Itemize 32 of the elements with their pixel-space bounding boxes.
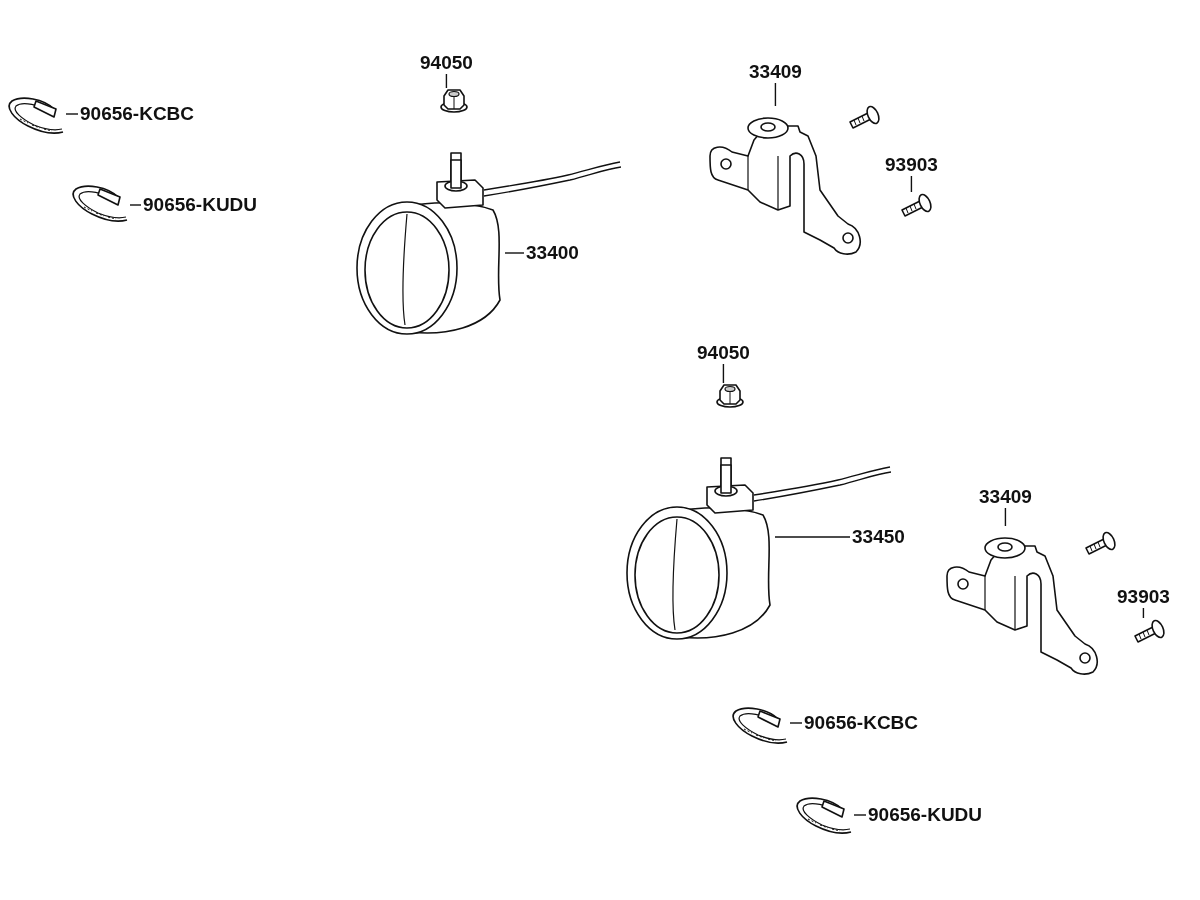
part-number: 93903 — [885, 154, 938, 176]
leader-line — [774, 82, 777, 107]
part-number: 33409 — [749, 61, 802, 83]
leader-line — [445, 73, 448, 89]
part-number: 90656-KCBC — [80, 103, 195, 125]
part-number: 33450 — [852, 526, 905, 548]
part-number: 90656-KUDU — [143, 194, 258, 216]
hose-clip-drawing — [70, 183, 130, 225]
leader-line — [853, 814, 867, 816]
leader-line — [504, 252, 525, 254]
leader-line — [1142, 607, 1145, 619]
leader-line — [774, 536, 851, 538]
leader-line — [1004, 507, 1007, 527]
leader-line — [65, 113, 79, 115]
nut-drawing — [439, 88, 469, 114]
part-number: 94050 — [420, 52, 473, 74]
leader-line — [129, 204, 142, 206]
hose-clip-drawing — [730, 705, 790, 747]
part-number: 90656-KCBC — [804, 712, 919, 734]
hose-clip-drawing — [6, 95, 66, 137]
part-number: 90656-KUDU — [868, 804, 983, 826]
bolt-drawing — [1131, 618, 1167, 642]
nut-drawing — [715, 383, 745, 409]
part-number: 94050 — [697, 342, 750, 364]
leader-line — [789, 722, 803, 724]
leader-line — [910, 175, 913, 193]
bolt-drawing — [898, 192, 934, 216]
part-number: 33409 — [979, 486, 1032, 508]
leader-line — [722, 363, 725, 384]
part-number: 33400 — [526, 242, 579, 264]
part-number: 93903 — [1117, 586, 1170, 608]
hose-clip-drawing — [794, 795, 854, 837]
